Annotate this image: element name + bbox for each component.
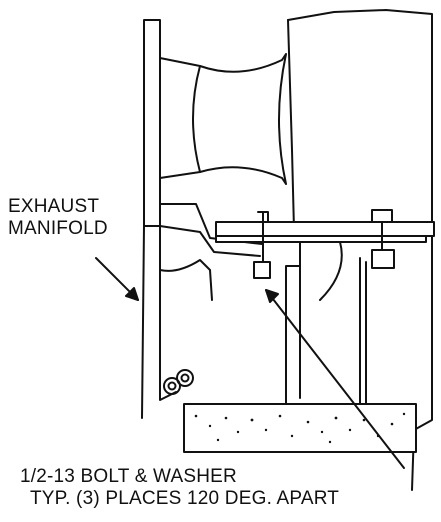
housing-inner-wall <box>287 19 295 231</box>
bolt-right-nut <box>371 249 395 269</box>
bellows-coupling <box>159 53 287 185</box>
exhaust-label-line1: EXHAUST <box>8 196 100 217</box>
bolt-washer-label: 1/2-13 BOLT & WASHER TYP. (3) PLACES 120… <box>20 466 339 510</box>
flange-plate-lower <box>215 235 427 243</box>
bolt-right-head <box>371 209 393 223</box>
exhaust-label-line2: MANIFOLD <box>8 218 108 239</box>
concrete-speckles <box>194 412 406 444</box>
exhaust-plate <box>143 19 161 227</box>
bolt-leader-line <box>265 289 405 469</box>
flange-plate <box>215 221 435 237</box>
bolt-label-line2: TYP. (3) PLACES 120 DEG. APART <box>30 488 340 509</box>
bolt-left-head <box>253 261 271 279</box>
exhaust-manifold-label: EXHAUST MANIFOLD <box>8 196 108 240</box>
lower-web <box>159 259 213 301</box>
fastener-circle-upper <box>176 369 194 387</box>
bolt-label-line1: 1/2-13 BOLT & WASHER <box>20 466 237 487</box>
fastener-circle-lower <box>163 377 181 395</box>
exhaust-leader-arrowhead <box>125 287 139 301</box>
bolt-leader-arrowhead <box>265 289 279 303</box>
bolt-right-shank <box>365 221 383 421</box>
fastener-circle-lower-inner <box>167 381 177 391</box>
fastener-circle-upper-inner <box>180 373 190 383</box>
concrete-pad <box>183 403 417 453</box>
support-frame <box>285 241 361 421</box>
